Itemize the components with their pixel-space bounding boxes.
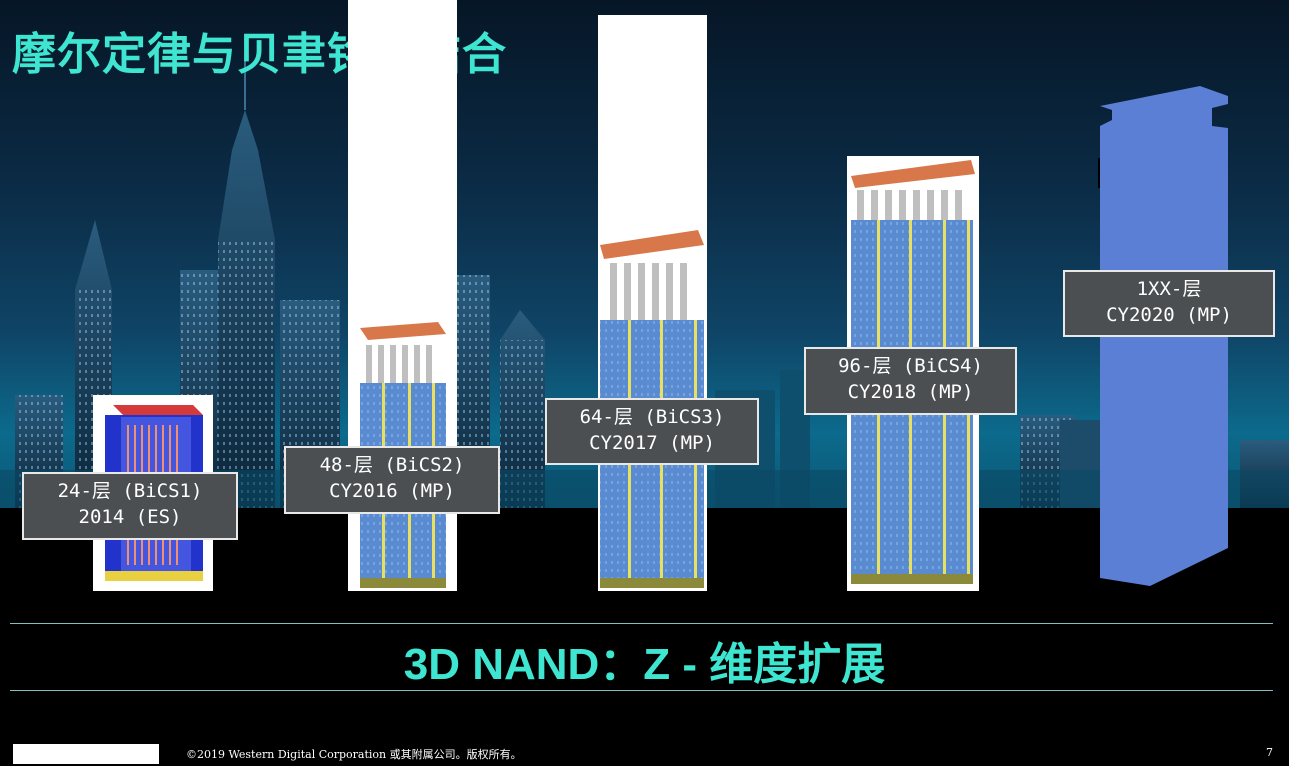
label-bics4: 96-层 (BiCS4) CY2018 (MP) — [804, 347, 1017, 415]
label-future-line2: CY2020 (MP) — [1106, 304, 1232, 326]
footer-logo-box — [13, 744, 159, 764]
label-bics4-line1: 96-层 (BiCS4) — [838, 355, 983, 377]
top-divider — [10, 623, 1273, 624]
label-bics3-line2: CY2017 (MP) — [589, 432, 715, 454]
label-bics3-line1: 64-层 (BiCS3) — [579, 406, 725, 428]
label-bics4-line2: CY2018 (MP) — [847, 381, 974, 403]
slide-subtitle: 3D NAND：Z - 维度扩展 — [403, 640, 886, 689]
bottom-divider — [10, 690, 1273, 691]
page-number: 7 — [1266, 746, 1273, 759]
label-bics2-line2: CY2016 (MP) — [329, 480, 455, 502]
label-bics3: 64-层 (BiCS3) CY2017 (MP) — [545, 398, 759, 465]
bics3-chip-image — [598, 15, 707, 591]
label-future-line1: 1XX-层 — [1136, 278, 1202, 300]
label-bics2-line1: 48-层 (BiCS2) — [319, 454, 465, 476]
label-future: 1XX-层 CY2020 (MP) — [1063, 270, 1275, 337]
label-bics1-line2: 2014 (ES) — [78, 506, 182, 528]
label-bics2: 48-层 (BiCS2) CY2016 (MP) — [284, 446, 500, 514]
label-bics1-line1: 24-层 (BiCS1) — [57, 480, 203, 502]
label-bics1: 24-层 (BiCS1) 2014 (ES) — [22, 472, 238, 540]
footer-copyright: ©2019 Western Digital Corporation 或其附属公司… — [186, 748, 522, 761]
